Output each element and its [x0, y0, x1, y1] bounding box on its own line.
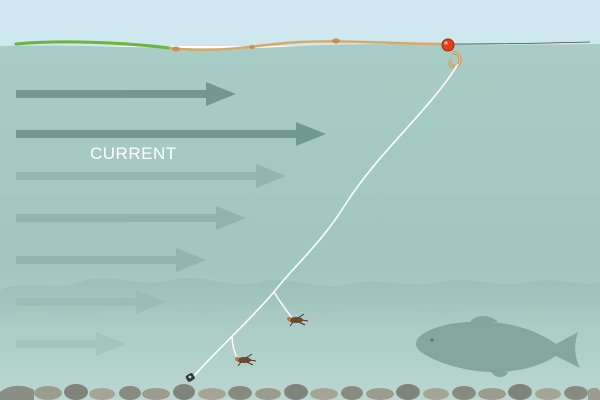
current-arrow — [16, 122, 326, 146]
nymph-fly-icon — [235, 353, 257, 367]
current-arrow — [16, 248, 206, 272]
split-shot-icon — [185, 373, 195, 382]
leader-knots — [172, 38, 340, 52]
leader — [168, 40, 447, 52]
current-label: CURRENT — [90, 144, 177, 163]
trout-icon — [416, 316, 580, 378]
tippet — [191, 63, 459, 379]
riverbed-rocks — [0, 384, 600, 400]
current-arrow — [16, 164, 286, 188]
current-arrows — [16, 82, 326, 356]
current-arrow — [16, 82, 236, 106]
dropper-tag — [273, 291, 293, 319]
surface-line — [451, 41, 591, 45]
current-arrow — [16, 290, 166, 314]
sky — [0, 0, 600, 46]
current-arrow — [16, 332, 126, 356]
fly-line — [14, 40, 172, 50]
current-arrow — [16, 206, 246, 230]
nymph-fly-icon — [287, 313, 309, 327]
